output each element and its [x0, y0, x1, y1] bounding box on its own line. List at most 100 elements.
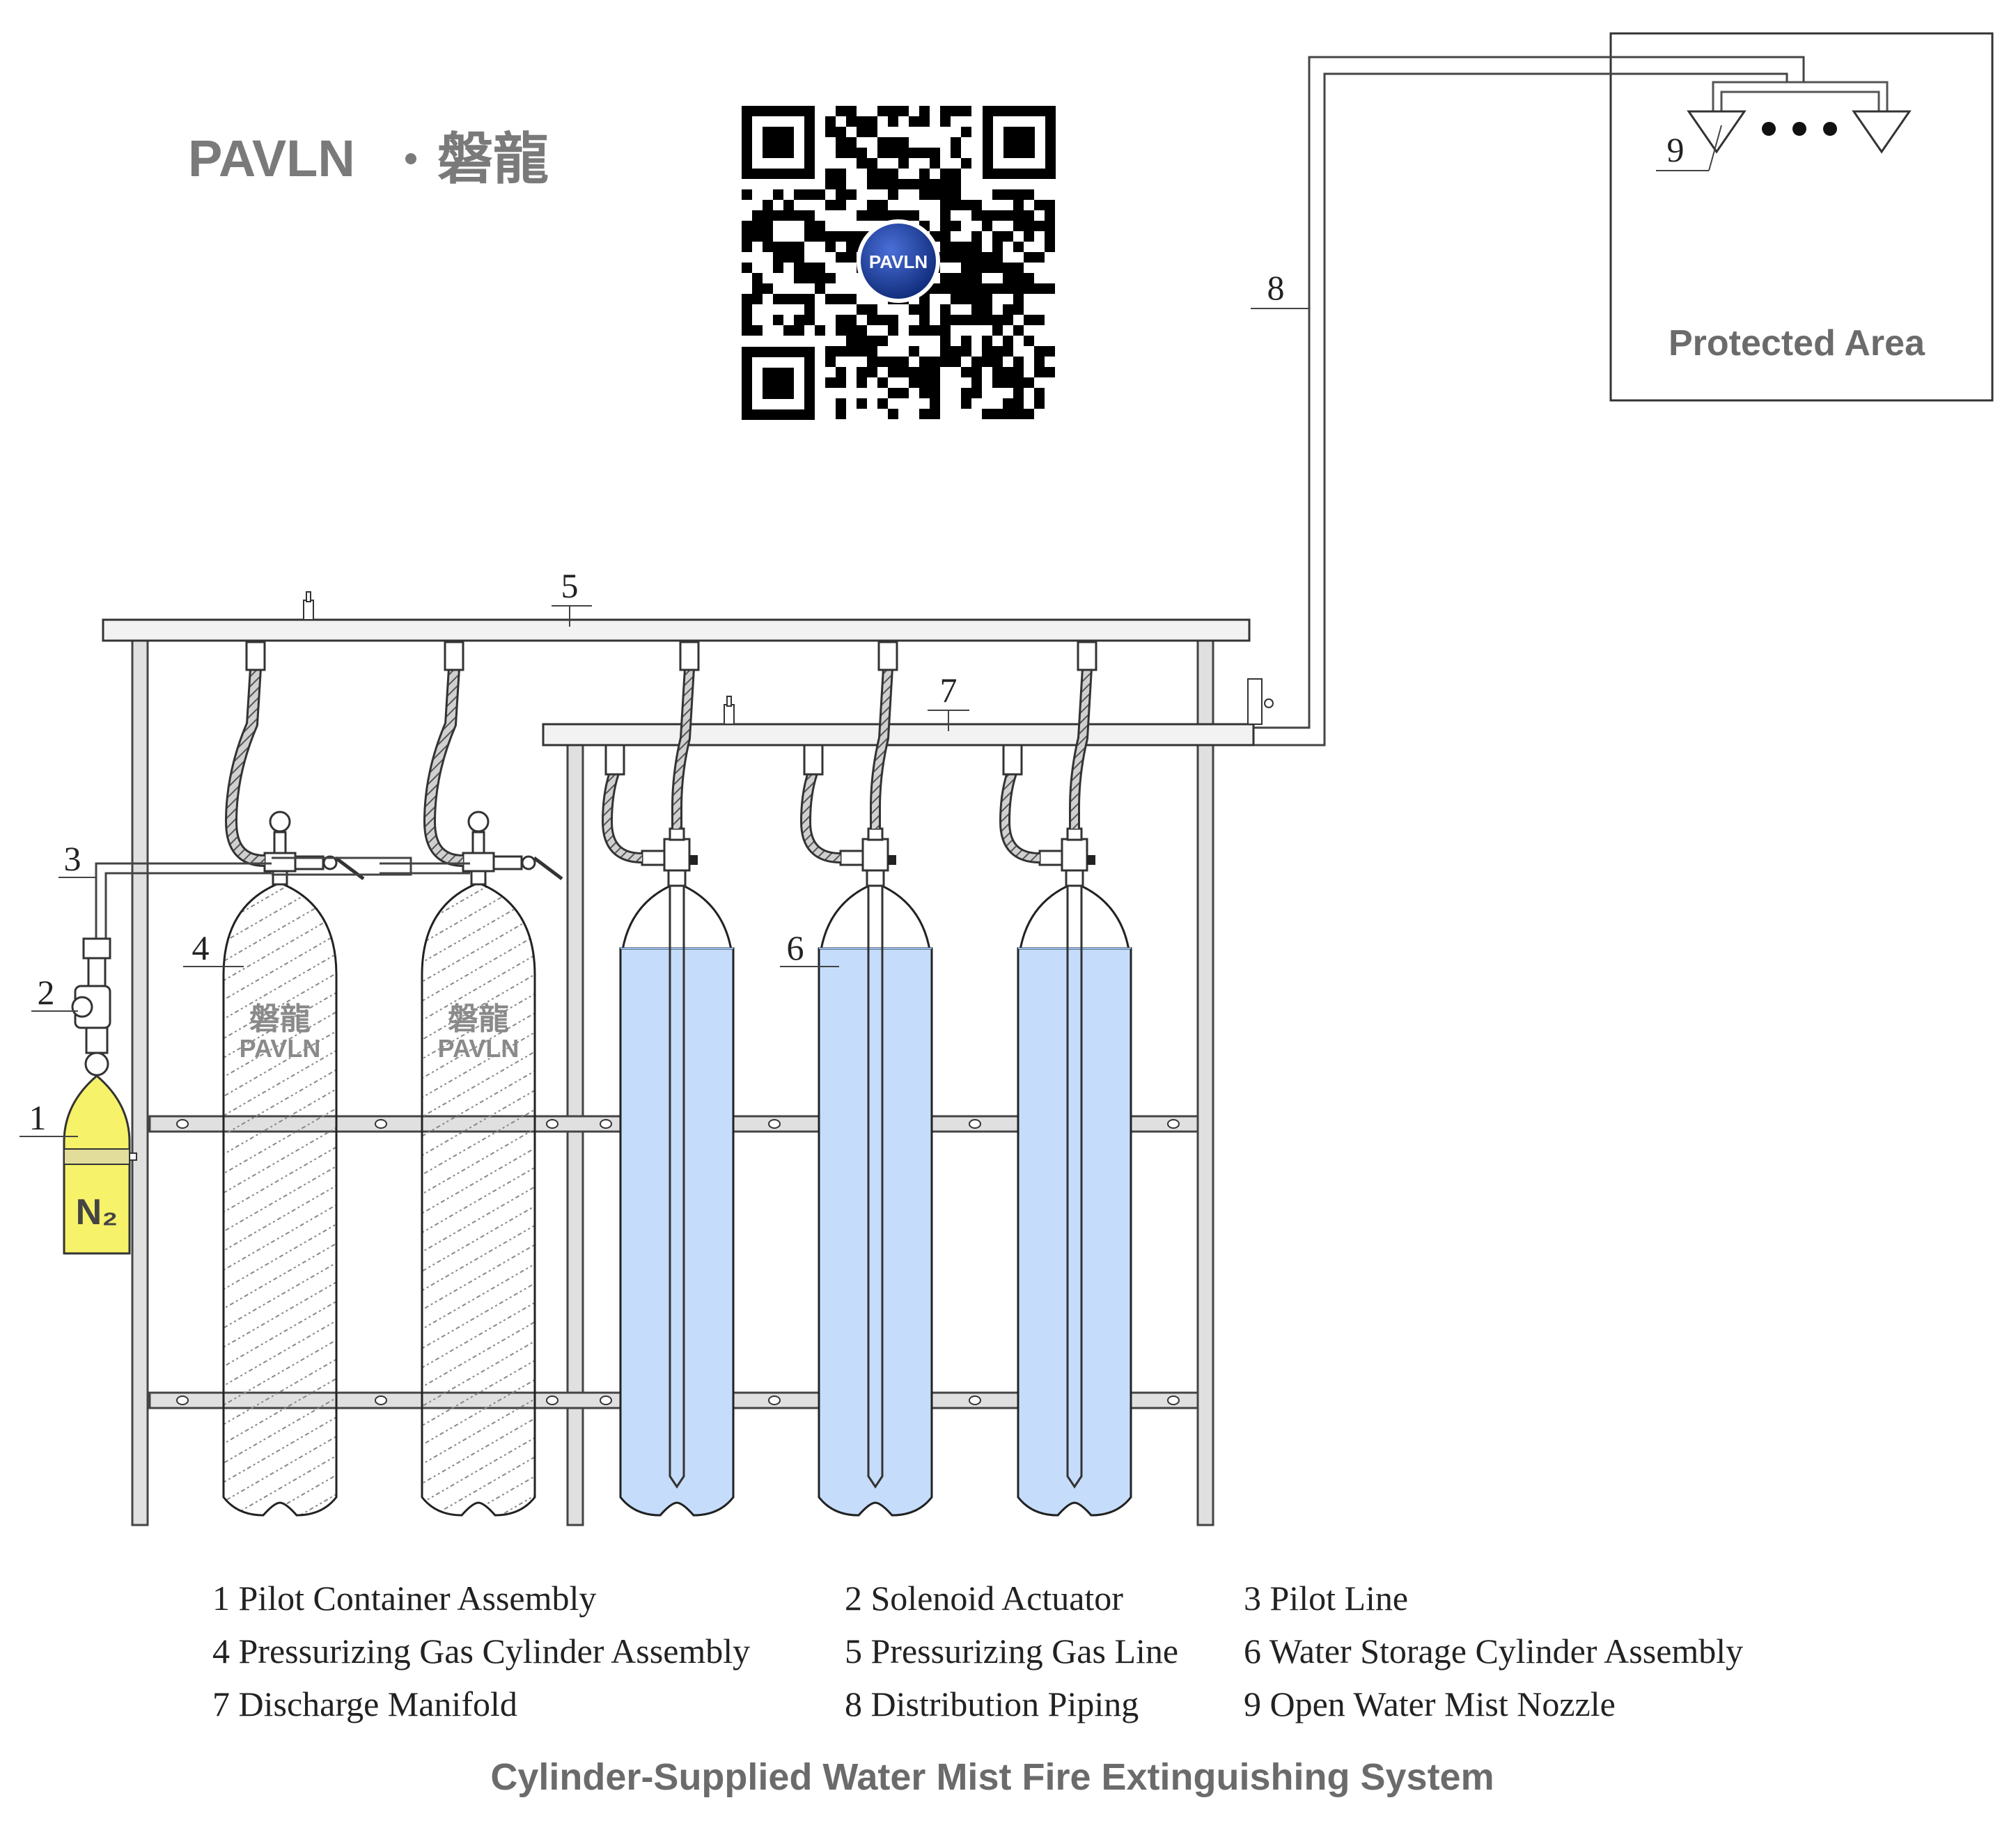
- qr-cell: [888, 116, 898, 127]
- qr-cell: [836, 398, 846, 409]
- qr-cell: [867, 315, 877, 325]
- rail-bolt: [1167, 1395, 1180, 1405]
- nozzle-icon: [1852, 110, 1912, 154]
- pilot-gas-label: N₂: [76, 1192, 118, 1233]
- ellipsis-dot: [1762, 122, 1776, 136]
- qr-cell: [867, 210, 877, 221]
- qr-cell: [951, 106, 961, 116]
- qr-cell: [836, 377, 846, 388]
- qr-cell: [930, 148, 940, 158]
- qr-cell: [825, 127, 836, 137]
- qr-cell: [742, 231, 752, 242]
- protected-area: Protected Area: [1609, 32, 1994, 402]
- rail-bolt: [546, 1119, 558, 1129]
- qr-cell: [982, 315, 992, 325]
- callout-8: 8: [1251, 268, 1309, 309]
- qr-cell: [1013, 388, 1024, 398]
- svg-text:1: 1: [29, 1098, 47, 1137]
- qr-cell: [898, 179, 909, 189]
- qr-cell: [846, 346, 857, 357]
- qr-cell: [836, 231, 846, 242]
- svg-text:3: 3: [64, 839, 81, 878]
- qr-cell: [1013, 367, 1024, 377]
- qr-cell: [992, 189, 1003, 200]
- qr-cell: [888, 409, 898, 419]
- qr-cell: [815, 273, 825, 283]
- qr-cell: [992, 210, 1003, 221]
- rail-bolt: [546, 1395, 558, 1405]
- qr-cell: [742, 263, 752, 273]
- qr-finder-top-left: [742, 106, 815, 179]
- qr-cell: [836, 169, 846, 179]
- qr-cell: [909, 304, 919, 315]
- cylinder-valve: [861, 838, 889, 872]
- qr-cell: [752, 294, 763, 304]
- qr-cell: [930, 325, 940, 336]
- qr-cell: [825, 200, 836, 210]
- qr-cell: [742, 304, 752, 315]
- legend: 1 Pilot Container Assembly 2 Solenoid Ac…: [212, 1579, 1743, 1723]
- qr-cell: [971, 283, 982, 294]
- qr-cell: [919, 377, 930, 388]
- qr-cell: [1003, 336, 1013, 346]
- qr-cell: [1024, 189, 1034, 200]
- qr-cell: [951, 169, 961, 179]
- qr-cell: [857, 346, 867, 357]
- qr-cell: [857, 304, 867, 315]
- qr-cell: [857, 158, 867, 169]
- diagram-title: Cylinder-Supplied Water Mist Fire Exting…: [490, 1756, 1494, 1798]
- qr-cell: [940, 325, 951, 336]
- rail-bolt: [375, 1119, 387, 1129]
- qr-cell: [992, 315, 1003, 325]
- qr-cell: [1003, 398, 1013, 409]
- qr-cell: [804, 189, 815, 200]
- qr-cell: [773, 210, 783, 221]
- qr-cell: [961, 200, 971, 210]
- qr-cell: [1003, 273, 1013, 283]
- qr-cell: [825, 273, 836, 283]
- qr-cell: [1013, 189, 1024, 200]
- cylinder-valve: [263, 852, 297, 873]
- qr-cell: [763, 200, 773, 210]
- qr-cell: [951, 148, 961, 158]
- qr-cell: [763, 242, 773, 252]
- qr-cell: [951, 294, 961, 304]
- qr-cell: [961, 398, 971, 409]
- qr-cell: [773, 242, 783, 252]
- frame-post: [131, 639, 149, 1526]
- cylinder-brand-cjk: 磐龍: [249, 1002, 311, 1036]
- qr-cell: [794, 263, 804, 273]
- qr-cell: [1013, 304, 1024, 315]
- qr-cell: [961, 273, 971, 283]
- logo-dot: [405, 153, 416, 164]
- legend-item-7: 7 Discharge Manifold: [212, 1684, 517, 1723]
- qr-cell: [961, 106, 971, 116]
- qr-cell: [982, 409, 992, 419]
- qr-cell: [1003, 231, 1013, 242]
- qr-cell: [971, 252, 982, 263]
- qr-cell: [898, 210, 909, 221]
- qr-cell: [783, 242, 794, 252]
- qr-cell: [877, 169, 888, 179]
- qr-cell: [982, 210, 992, 221]
- hose-fitting: [444, 641, 464, 671]
- qr-cell: [783, 252, 794, 263]
- qr-cell: [867, 336, 877, 346]
- qr-cell: [752, 283, 763, 294]
- hose-fitting: [1002, 744, 1023, 776]
- qr-cell: [825, 346, 836, 357]
- qr-cell: [982, 263, 992, 273]
- qr-cell: [919, 315, 930, 325]
- qr-cell: [940, 346, 951, 357]
- qr-cell: [919, 116, 930, 127]
- rail-bolt: [969, 1395, 981, 1405]
- qr-cell: [867, 179, 877, 189]
- qr-cell: [867, 346, 877, 357]
- qr-cell: [1013, 221, 1024, 231]
- qr-cell: [930, 357, 940, 367]
- rail-bolt: [176, 1395, 189, 1405]
- qr-cell: [804, 294, 815, 304]
- hose-fitting: [679, 641, 700, 671]
- qr-cell: [909, 179, 919, 189]
